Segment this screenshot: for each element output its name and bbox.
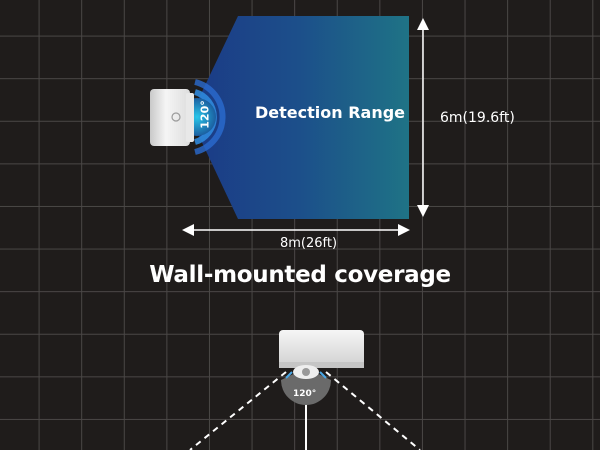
height-dimension-label: 6m(19.6ft) [440, 110, 515, 126]
sensor-device-side [150, 89, 194, 146]
section-title: Wall-mounted coverage [149, 262, 451, 288]
sensor-device-front [279, 330, 364, 379]
angle-label-bottom: 120° [293, 389, 317, 399]
coverage-edge-left [189, 371, 287, 450]
detection-range-area [190, 16, 409, 219]
coverage-edge-right [325, 371, 421, 450]
angle-sector [281, 368, 331, 405]
width-dimension-label: 8m(26ft) [280, 236, 338, 251]
angle-label-top: 120° [198, 100, 212, 129]
detection-range-label: Detection Range [255, 103, 406, 122]
sensor-wave-icon [194, 79, 226, 155]
